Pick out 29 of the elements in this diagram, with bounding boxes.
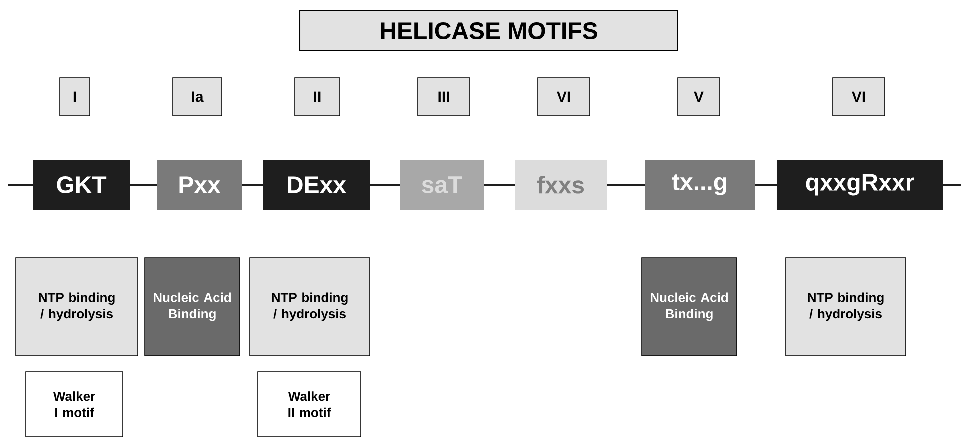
numeral-box: VI bbox=[538, 78, 590, 116]
numeral-box: I bbox=[60, 78, 90, 116]
function-box: Nucleic Acid Binding bbox=[642, 258, 738, 356]
motif-box: Pxx bbox=[157, 160, 242, 210]
backbone-line bbox=[943, 184, 961, 186]
backbone-line bbox=[370, 184, 400, 186]
numeral-box: II bbox=[294, 78, 340, 116]
numeral-box: V bbox=[678, 78, 720, 116]
motif-box: fxxs bbox=[515, 160, 607, 210]
backbone-line bbox=[484, 184, 515, 186]
motif-box: DExx bbox=[263, 160, 370, 210]
numeral-box: VI bbox=[832, 78, 886, 116]
motif-box: tx...g bbox=[645, 160, 755, 210]
backbone-line bbox=[130, 184, 157, 186]
motif-label-box: Walker II motif bbox=[258, 372, 362, 438]
numeral-box: III bbox=[418, 78, 470, 116]
title-box: HELICASE MOTIFS bbox=[300, 10, 678, 52]
function-box: Nucleic Acid Binding bbox=[144, 258, 240, 356]
function-box: NTP binding / hydrolysis bbox=[16, 258, 138, 356]
numeral-box: Ia bbox=[172, 78, 222, 116]
function-box: NTP binding / hydrolysis bbox=[786, 258, 906, 356]
backbone-line bbox=[8, 184, 34, 186]
function-box: NTP binding / hydrolysis bbox=[250, 258, 370, 356]
backbone-line bbox=[607, 184, 645, 186]
motif-box: qxxgRxxr bbox=[777, 160, 943, 210]
motif-label-box: Walker I motif bbox=[26, 372, 124, 438]
motif-box: GKT bbox=[33, 160, 130, 210]
backbone-line bbox=[242, 184, 263, 186]
backbone-line bbox=[755, 184, 777, 186]
